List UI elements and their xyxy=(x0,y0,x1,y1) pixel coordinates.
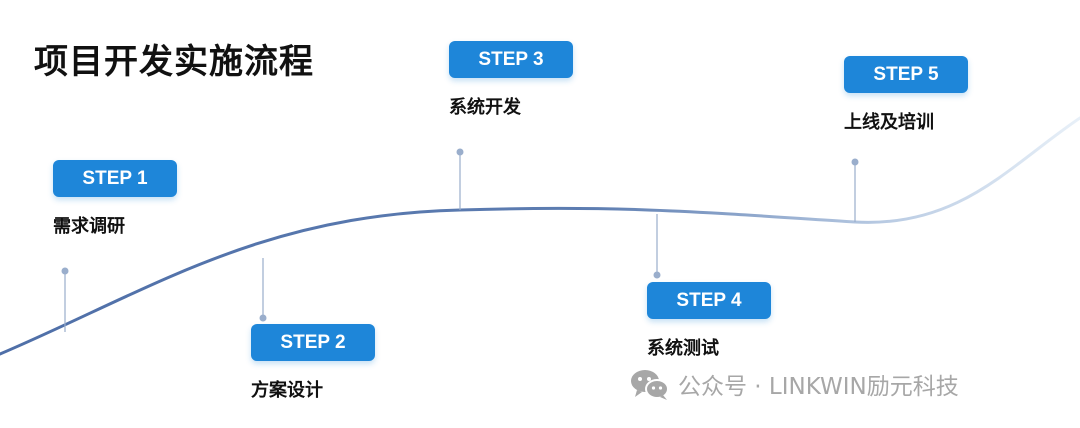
step-3: STEP 3 系统开发 xyxy=(449,41,573,119)
step-2: STEP 2 方案设计 xyxy=(251,324,375,402)
diagram-title: 项目开发实施流程 xyxy=(34,42,314,82)
watermark: 公众号 · LINKWIN励元科技 xyxy=(628,366,959,402)
step-2-connector xyxy=(259,258,267,322)
step-4: STEP 4 系统测试 xyxy=(647,282,771,360)
step-1-label: 需求调研 xyxy=(53,216,125,237)
step-3-label: 系统开发 xyxy=(449,97,521,118)
process-curve xyxy=(0,116,1080,356)
step-1: STEP 1 需求调研 xyxy=(53,160,177,238)
step-4-label: 系统测试 xyxy=(647,338,719,359)
step-3-connector xyxy=(456,148,464,210)
watermark-text: 公众号 · LINKWIN励元科技 xyxy=(678,374,959,400)
step-5-connector xyxy=(851,158,859,222)
step-4-connector xyxy=(653,214,661,279)
step-1-badge: STEP 1 xyxy=(53,160,177,197)
step-4-badge: STEP 4 xyxy=(647,282,771,319)
step-2-badge: STEP 2 xyxy=(251,324,375,361)
step-1-connector xyxy=(61,267,69,332)
step-5-label: 上线及培训 xyxy=(844,112,934,133)
step-3-badge: STEP 3 xyxy=(449,41,573,78)
step-5-badge: STEP 5 xyxy=(844,56,968,93)
step-5: STEP 5 上线及培训 xyxy=(844,56,968,134)
step-2-label: 方案设计 xyxy=(251,380,323,401)
wechat-icon xyxy=(631,370,669,400)
